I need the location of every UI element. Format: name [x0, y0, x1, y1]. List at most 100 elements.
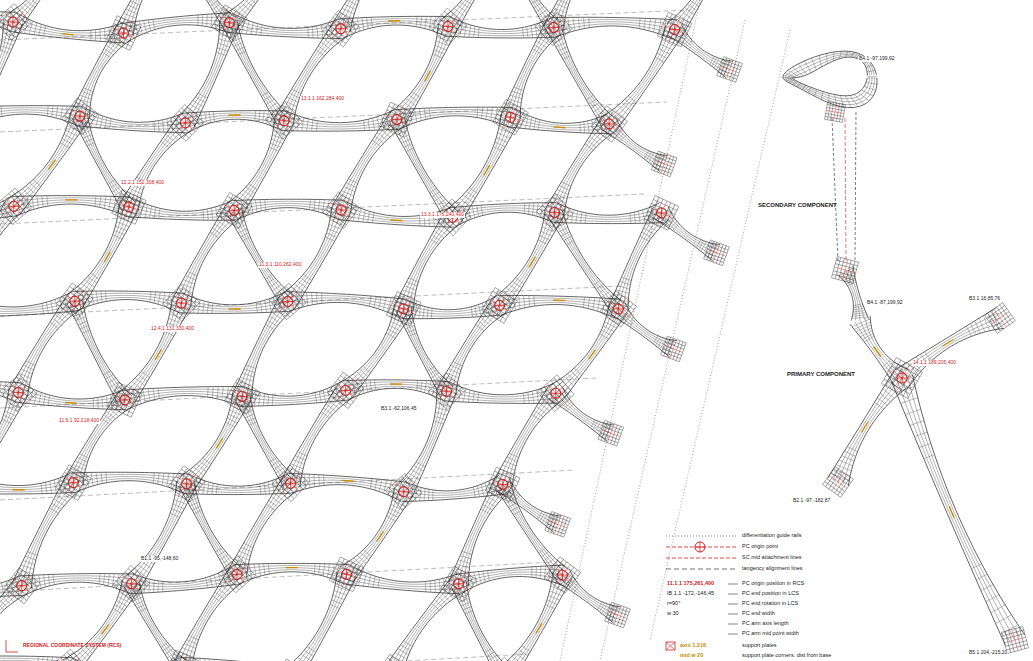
mesh-line — [240, 233, 248, 237]
ribbon-line — [14, 116, 80, 206]
mesh-line — [198, 15, 199, 25]
mesh-line — [108, 574, 110, 586]
mesh-line — [513, 296, 515, 311]
mesh-line — [684, 8, 694, 15]
ribbon-line — [237, 298, 283, 395]
mesh-line — [215, 592, 224, 599]
ribbon-line — [556, 26, 673, 39]
ribbon-line — [342, 307, 399, 387]
mesh-line — [401, 139, 410, 143]
mesh-line — [409, 95, 418, 102]
mesh-line — [108, 180, 115, 184]
mesh-line — [242, 373, 254, 377]
mesh-line — [270, 111, 273, 126]
mesh-line — [657, 53, 667, 58]
ribbon-line — [77, 300, 179, 313]
mesh-line — [353, 374, 363, 384]
ribbon-line — [117, 300, 171, 393]
ribbon-line — [286, 387, 342, 482]
ribbon-line — [556, 309, 619, 393]
mesh-line — [618, 132, 625, 140]
ribbon-line — [180, 393, 233, 477]
mesh-line — [254, 111, 256, 121]
ribbon-line — [252, 308, 296, 399]
mesh-line — [460, 556, 471, 559]
ribbon-line — [507, 216, 564, 313]
mesh-line — [529, 117, 532, 129]
mesh-line — [370, 479, 372, 489]
ribbon-line — [76, 481, 185, 494]
mesh-line — [251, 22, 253, 34]
mesh-line — [113, 608, 122, 613]
ribbon-line — [341, 119, 397, 210]
mesh-line — [476, 107, 478, 117]
support-plate — [65, 199, 77, 200]
ribbon-line — [226, 24, 281, 123]
mesh-line — [473, 487, 475, 497]
ribbon-line — [550, 29, 606, 127]
ribbon-line — [396, 389, 437, 485]
mesh-line — [487, 571, 489, 581]
ribbon-line — [187, 484, 237, 575]
mesh-line — [0, 218, 8, 226]
ribbon-line — [559, 311, 623, 397]
mesh-line — [375, 479, 377, 490]
ribbon-line — [459, 584, 505, 661]
mesh-line — [141, 371, 149, 377]
mesh-line — [82, 330, 90, 333]
mesh-line — [363, 210, 366, 222]
mesh-line — [511, 507, 519, 511]
mesh-line — [303, 274, 311, 280]
mesh-line — [42, 303, 44, 313]
mesh-line — [327, 564, 329, 577]
mesh-line — [471, 307, 473, 317]
mesh-line — [297, 281, 307, 289]
mesh-line — [436, 403, 451, 407]
mesh-line — [207, 482, 209, 494]
mesh-line — [539, 548, 546, 553]
ribbon-line — [0, 20, 3, 111]
mesh-line — [109, 196, 111, 209]
mesh-line — [463, 195, 473, 202]
mesh-line — [389, 325, 400, 331]
mesh-line — [226, 422, 235, 427]
drawing-stroke — [720, 66, 739, 73]
mesh-line — [210, 14, 212, 28]
mesh-line — [583, 297, 584, 307]
mesh-line — [513, 281, 522, 288]
support-plate — [377, 531, 384, 541]
mesh-line — [25, 556, 36, 560]
mesh-line — [238, 382, 252, 386]
mesh-line — [138, 565, 149, 573]
mesh-line — [51, 301, 53, 313]
mesh-line — [542, 227, 555, 232]
mesh-line — [368, 575, 371, 587]
mesh-line — [398, 649, 409, 655]
mesh-line — [580, 212, 581, 223]
mesh-line — [508, 296, 511, 312]
mesh-line — [714, 58, 719, 68]
mesh-line — [165, 649, 173, 655]
ribbon-line — [402, 494, 506, 502]
mesh-line — [39, 575, 41, 588]
mesh-line — [153, 19, 155, 29]
mesh-line — [440, 381, 445, 399]
ribbon-line — [499, 212, 554, 305]
ribbon-line — [287, 573, 342, 661]
mesh-line — [259, 111, 260, 122]
mesh-line — [562, 182, 571, 187]
mesh-line — [558, 227, 568, 232]
ribbon-line — [0, 213, 22, 310]
mesh-line — [276, 467, 285, 473]
mesh-line — [287, 290, 299, 301]
mesh-line — [409, 333, 417, 336]
mesh-line — [256, 302, 257, 312]
mesh-line — [478, 572, 481, 584]
ribbon-line — [446, 391, 555, 399]
mesh-line — [81, 91, 92, 95]
tangency-line — [0, 562, 552, 592]
mesh-line — [407, 329, 415, 332]
mesh-line — [559, 186, 569, 191]
mesh-line — [213, 596, 221, 602]
mesh-line — [369, 296, 371, 306]
